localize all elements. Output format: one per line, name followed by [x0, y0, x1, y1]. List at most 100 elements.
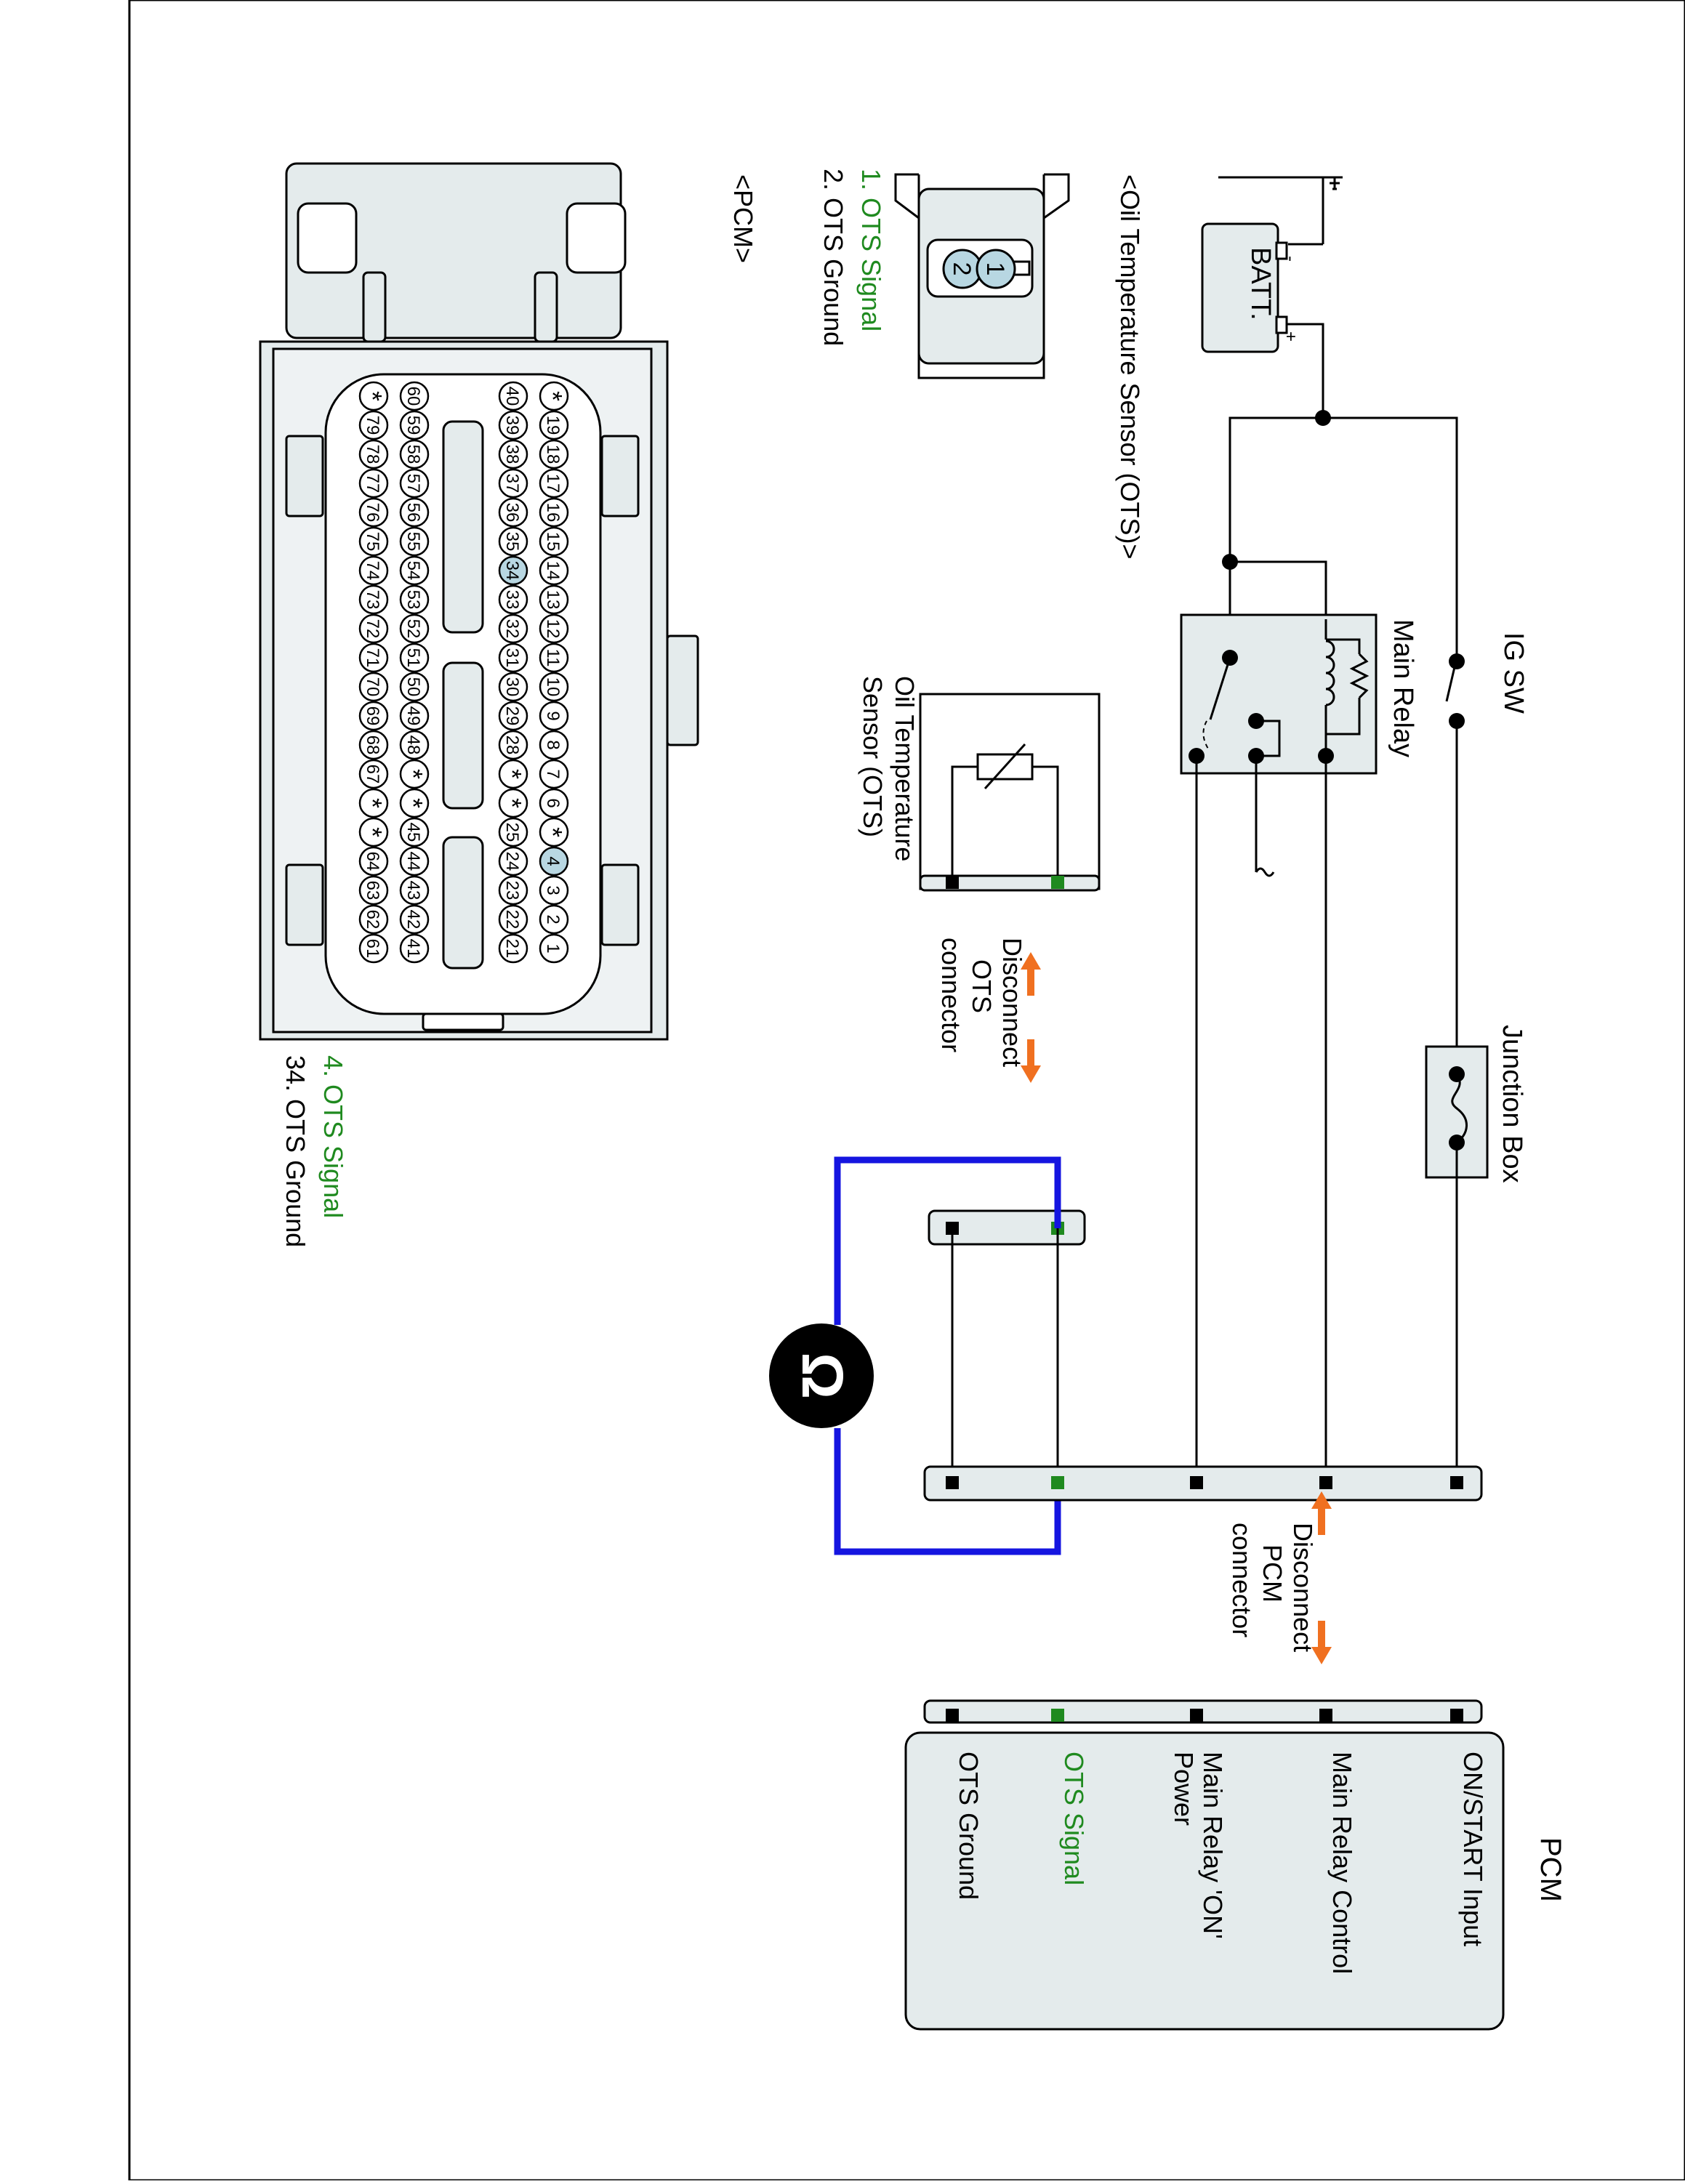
pcm-pin	[358, 672, 389, 702]
pcm-pin	[539, 439, 569, 470]
pcm-pin	[399, 701, 430, 731]
pcm-pin-label: 14	[543, 561, 563, 581]
ig-sw-feed	[1323, 416, 1458, 658]
pcm-pin-label: 56	[403, 503, 423, 523]
pcm-terminal-label: Main Relay 'ON'	[1198, 1752, 1228, 1939]
pcm-pin-label: 55	[403, 532, 423, 552]
pcm-pin-label: 49	[403, 706, 423, 726]
disconnect-pcm-label-3: connector	[1227, 1523, 1257, 1637]
pcm-pin	[358, 904, 389, 935]
pcm-pin	[399, 904, 430, 935]
pcm-pin	[539, 584, 569, 615]
pcm-latch-2	[600, 435, 640, 517]
pcm-pin	[358, 439, 389, 470]
pcm-pin	[358, 555, 389, 586]
pcm-pin	[399, 933, 430, 964]
ots-pin-1	[976, 249, 1016, 289]
pcm-pin	[358, 875, 389, 906]
meter-lead-bottom	[834, 1428, 1061, 1555]
pcm-pin	[399, 468, 430, 499]
pcm-pin	[358, 730, 389, 760]
pcm-pin	[358, 497, 389, 528]
pcm-pin	[358, 701, 389, 731]
pcm-pin-label: *	[497, 769, 527, 779]
pcm-pin	[539, 788, 569, 818]
ots-connector-title: <Oil Temperature Sensor (OTS)>	[1115, 174, 1145, 560]
disconnect-ots-label-2: OTS	[967, 959, 997, 1013]
ohmmeter-icon	[769, 1323, 874, 1428]
pcm-pin-label: 3	[543, 885, 563, 895]
pcm-pin-label: 2	[543, 914, 563, 924]
pcm-pin	[358, 526, 389, 557]
wire-continuation	[1255, 867, 1275, 877]
pcm-pin-label: 76	[363, 503, 382, 523]
pcm-pin-label: 23	[502, 881, 522, 900]
pcm-pin-label: 51	[403, 648, 423, 668]
pcm-pin	[498, 759, 528, 789]
pcm-pin	[539, 846, 569, 877]
pcm-pin	[399, 730, 430, 760]
pcm-pin-label: 17	[543, 474, 563, 493]
pcm-pin	[498, 555, 528, 586]
pcm-latch-1	[285, 435, 324, 517]
disconnect-ots-arrow-left-head	[1021, 952, 1041, 970]
pcm-pin-label: 69	[363, 706, 382, 726]
pcm-pin	[539, 672, 569, 702]
battery-box	[1201, 222, 1279, 353]
pcm-pin	[498, 701, 528, 731]
pcm-pin	[498, 410, 528, 440]
pcm-pin-label: 4	[543, 856, 563, 866]
pcm-pin-label: 61	[363, 939, 382, 959]
junction-box-label: Junction Box	[1497, 1025, 1527, 1183]
pcm-pin-label: *	[358, 391, 387, 401]
pcm-pin	[399, 497, 430, 528]
pcm-pin	[399, 846, 430, 877]
pcm-pin-label: 10	[543, 677, 563, 697]
disconnect-ots-arrow-right-head	[1021, 1065, 1041, 1083]
pcm-slot-3	[442, 836, 484, 970]
pcm-pin	[358, 788, 389, 818]
pcm-pin	[358, 584, 389, 615]
pcm-pin-label: 28	[502, 736, 522, 755]
pcm-pin	[498, 526, 528, 557]
relay-feed	[1228, 416, 1323, 562]
pcm-pin	[399, 410, 430, 440]
ohm-symbol: Ω	[790, 1353, 855, 1399]
pcm-pin-label: 70	[363, 677, 382, 697]
disconnect-pcm-arrow-right-head	[1311, 1647, 1332, 1664]
pcm-pin-label: 79	[363, 416, 382, 435]
pcm-pin-label: 40	[502, 387, 522, 406]
pcm-pin	[498, 613, 528, 644]
ig-sw-label: IG SW	[1498, 632, 1529, 714]
pcm-harness-pin	[946, 1476, 959, 1489]
pcm-pin-label: 25	[502, 823, 522, 842]
thermistor-arrow	[984, 743, 1026, 790]
pcm-pin	[399, 672, 430, 702]
pcm-pin-label: 43	[403, 881, 423, 900]
ots-legend-item: 2. OTS Ground	[819, 169, 848, 346]
disconnect-pcm-arrow-left-head	[1311, 1491, 1332, 1509]
pcm-pin	[498, 468, 528, 499]
pcm-pin	[358, 933, 389, 964]
ots-sensor-pin-signal	[1051, 876, 1064, 889]
pcm-terminal-label: OTS Signal	[1059, 1752, 1089, 1885]
disconnect-ots-label-3: connector	[936, 938, 966, 1052]
pcm-pin	[399, 526, 430, 557]
pcm-box	[904, 1731, 1505, 2031]
pcm-pin-label: 71	[363, 648, 382, 668]
ots-legend-item: 1. OTS Signal	[856, 169, 886, 331]
pcm-connector-post-1	[362, 271, 387, 343]
pcm-pin	[539, 904, 569, 935]
relay-output-terminal	[1189, 748, 1205, 764]
pcm-pin-label: 13	[543, 590, 563, 610]
pcm-pin-label: 62	[363, 910, 382, 930]
pcm-pin-label: *	[398, 769, 428, 779]
relay-coil-feed	[1230, 560, 1327, 619]
disconnect-ots-arrow-left	[1021, 952, 1041, 996]
ots-harness-connector	[928, 1209, 1086, 1246]
pcm-pin	[539, 875, 569, 906]
pcm-latch-4	[600, 863, 640, 946]
pcm-terminal-label: OTS Ground	[954, 1752, 984, 1900]
